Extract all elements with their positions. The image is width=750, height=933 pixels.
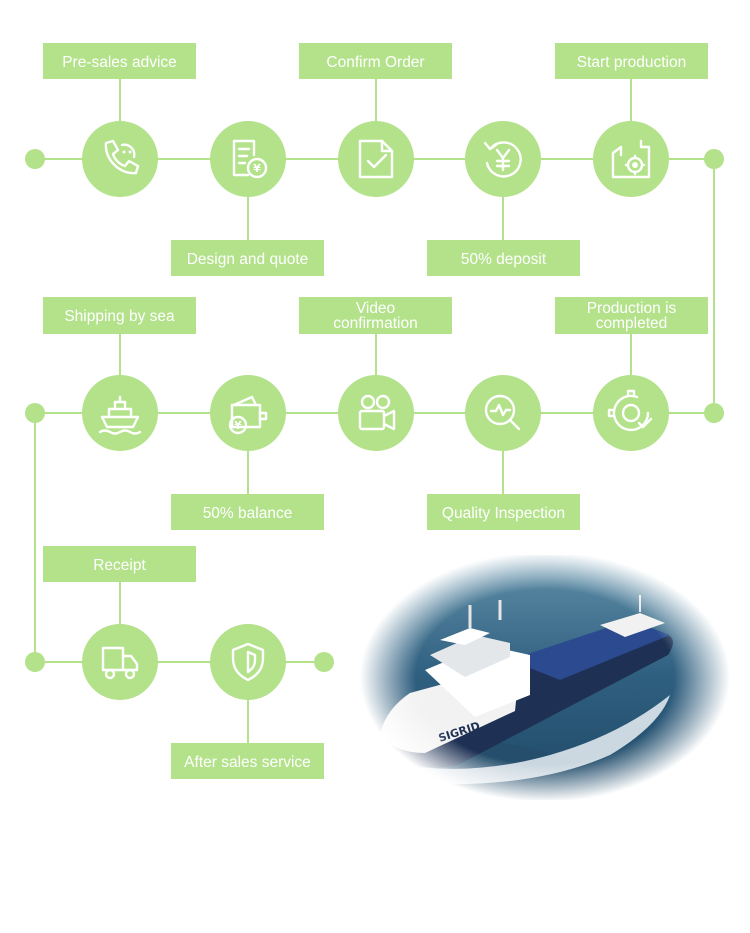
- label-receipt: Receipt: [43, 546, 196, 582]
- label-video-confirmation: Video confirmation: [299, 297, 452, 334]
- label-shipping-by-sea: Shipping by sea: [43, 297, 196, 334]
- step-circle: [82, 624, 158, 700]
- label-after-sales-service: After sales service: [171, 743, 324, 779]
- label-quality-inspection: Quality Inspection: [427, 494, 580, 530]
- label-text: Video confirmation: [299, 297, 452, 334]
- label-text: Production is completed: [555, 297, 708, 334]
- label-text: Start production: [577, 54, 686, 71]
- label-text: Design and quote: [187, 251, 309, 268]
- step-circle: [593, 375, 669, 451]
- endpoint-dot: [25, 403, 45, 423]
- endpoint-dot: [25, 652, 45, 672]
- label-text: Receipt: [93, 557, 146, 574]
- label-pre-sales-advice: Pre-sales advice: [43, 43, 196, 79]
- label-text: 50% deposit: [461, 251, 547, 268]
- label-text: Confirm Order: [326, 54, 424, 71]
- step-circle: [82, 375, 158, 451]
- label-text: Quality Inspection: [442, 505, 565, 522]
- label-text: After sales service: [184, 754, 311, 771]
- endpoint-dot: [704, 403, 724, 423]
- step-circle: [338, 375, 414, 451]
- step-circle: [338, 121, 414, 197]
- svg-text:¥: ¥: [234, 419, 242, 432]
- label-deposit: 50% deposit: [427, 240, 580, 276]
- label-balance: 50% balance: [171, 494, 324, 530]
- label-start-production: Start production: [555, 43, 708, 79]
- ship-photo: SIGRID: [355, 555, 730, 800]
- label-confirm-order: Confirm Order: [299, 43, 452, 79]
- step-circle: [210, 375, 286, 451]
- endpoint-dot: [25, 149, 45, 169]
- label-production-completed: Production is completed: [555, 297, 708, 334]
- label-design-and-quote: Design and quote: [171, 240, 324, 276]
- label-text: Shipping by sea: [64, 308, 175, 325]
- step-circle: [82, 121, 158, 197]
- label-text: Pre-sales advice: [62, 54, 177, 71]
- endpoint-dot: [704, 149, 724, 169]
- label-text: 50% balance: [203, 505, 293, 522]
- step-circle: [210, 121, 286, 197]
- svg-text:¥: ¥: [253, 162, 261, 175]
- endpoint-dot: [314, 652, 334, 672]
